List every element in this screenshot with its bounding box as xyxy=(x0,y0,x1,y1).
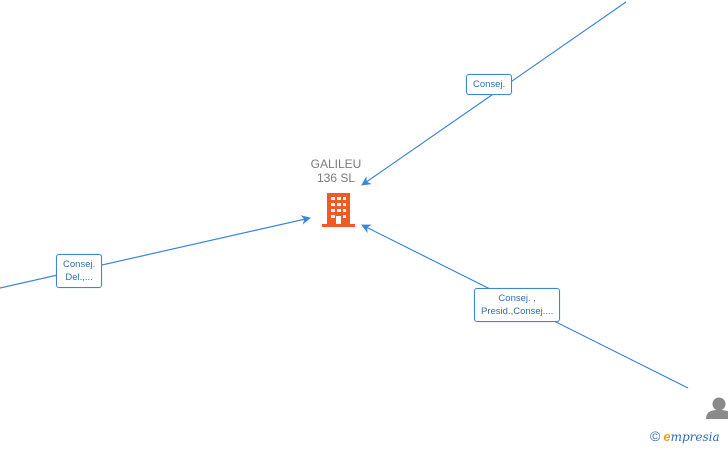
company-name-line1: GALILEU xyxy=(310,157,362,171)
edge-label-bottom-right[interactable]: Consej. , Presid.,Consej.... xyxy=(474,288,561,322)
edge-left xyxy=(0,215,311,289)
edge-label-top-right[interactable]: Consej. xyxy=(466,74,513,95)
person-icon[interactable] xyxy=(706,397,728,420)
company-name-line2: 136 SL xyxy=(316,171,356,185)
brand-initial: e xyxy=(663,429,671,444)
edge-label-line: Presid.,Consej.... xyxy=(481,306,554,317)
edge-label-line: Consej. xyxy=(473,79,506,90)
edge-label-line: Consej. , xyxy=(498,293,536,304)
edge-label-left[interactable]: Consej. Del.,... xyxy=(56,254,103,288)
empresia-watermark: ©empresia xyxy=(650,428,720,444)
edge-label-line: Consej. xyxy=(63,259,96,270)
company-name-label[interactable]: GALILEU 136 SL xyxy=(296,157,376,185)
brand-name: mpresia xyxy=(670,430,720,444)
building-icon[interactable] xyxy=(322,193,355,227)
edge-label-line: Del.,... xyxy=(65,272,93,283)
copyright-symbol: © xyxy=(650,428,661,444)
